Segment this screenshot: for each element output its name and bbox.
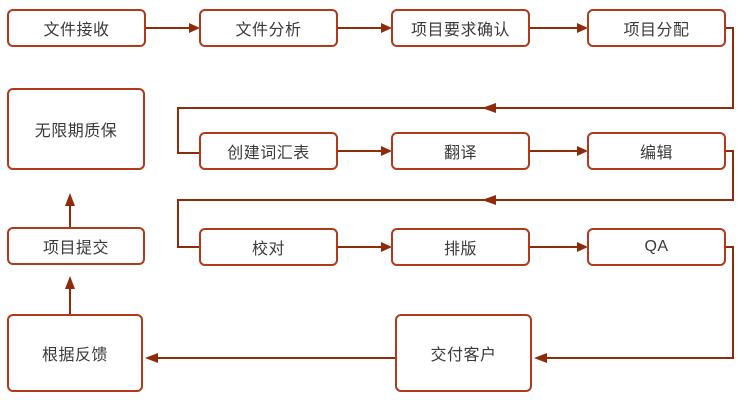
node-requirements-confirm: 项目要求确认 xyxy=(391,9,530,47)
node-warranty: 无限期质保 xyxy=(7,88,145,170)
node-project-assign: 项目分配 xyxy=(587,9,726,47)
node-file-receive: 文件接收 xyxy=(7,9,146,47)
node-proofread: 校对 xyxy=(199,228,338,266)
node-qa: QA xyxy=(587,228,726,266)
node-project-submit: 项目提交 xyxy=(7,227,145,265)
node-edit: 编辑 xyxy=(587,132,726,170)
connector-lines xyxy=(69,27,734,359)
connector-arrowheads xyxy=(65,23,588,363)
node-feedback: 根据反馈 xyxy=(7,314,143,392)
node-typeset: 排版 xyxy=(391,228,530,266)
node-deliver-client: 交付客户 xyxy=(395,314,532,392)
node-translate: 翻译 xyxy=(391,132,530,170)
node-create-glossary: 创建词汇表 xyxy=(199,132,338,170)
node-file-analysis: 文件分析 xyxy=(199,9,338,47)
